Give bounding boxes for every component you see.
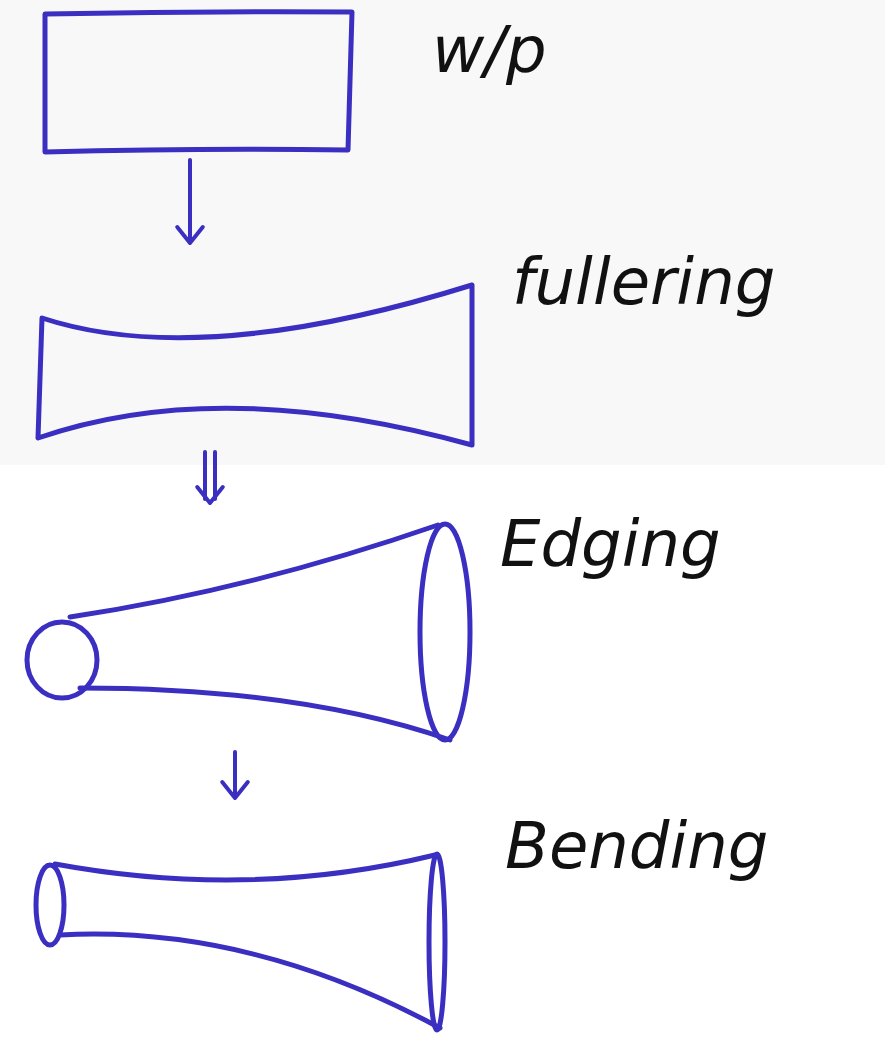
arrow-shaft xyxy=(233,752,237,794)
outline-stroke xyxy=(70,525,438,617)
flow-arrow xyxy=(197,452,223,503)
end-face xyxy=(27,622,97,698)
arrow-head xyxy=(177,227,203,243)
fullered-bar: fullering xyxy=(35,245,845,450)
bent-bar: Bending xyxy=(30,800,875,1035)
outline-stroke xyxy=(80,688,450,740)
arrow-shaft xyxy=(188,160,192,239)
stage-label: fullering xyxy=(512,246,775,320)
stage-label: Bending xyxy=(505,810,768,884)
arrow-head xyxy=(197,487,223,503)
outline-stroke xyxy=(60,934,440,1028)
arrow-head xyxy=(222,782,248,798)
end-face xyxy=(420,524,470,740)
outline-stroke xyxy=(38,285,472,445)
edged-bar: Edging xyxy=(20,505,820,750)
workpiece-block: w/p xyxy=(40,8,600,158)
flow-arrow xyxy=(222,752,248,798)
end-face xyxy=(36,865,64,945)
outline-stroke xyxy=(45,12,352,152)
stage-label: Edging xyxy=(500,508,721,582)
end-face xyxy=(429,854,445,1030)
flow-arrow xyxy=(177,160,203,243)
outline-stroke xyxy=(55,855,435,880)
stage-label: w/p xyxy=(432,14,547,88)
grey-panel xyxy=(0,0,885,465)
